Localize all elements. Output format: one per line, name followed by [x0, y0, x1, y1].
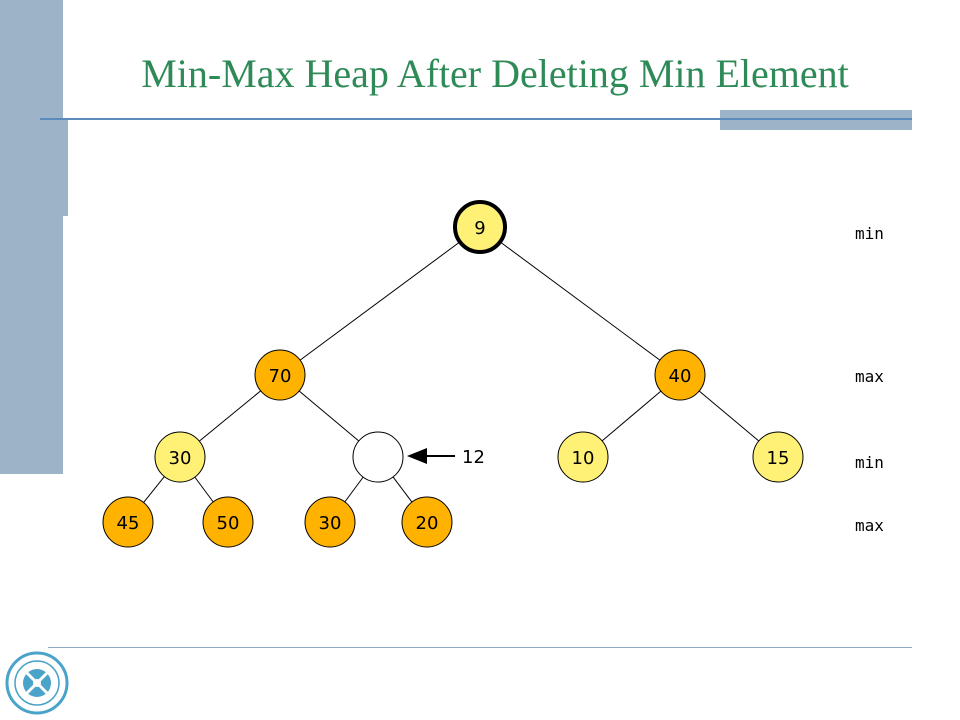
heap-node-circle — [202, 496, 254, 548]
tree-edge — [499, 241, 661, 361]
heap-node-n2: 40 — [654, 349, 706, 401]
tree-nodes: 9 70 40 30 10 15 45 50 30 20 — [102, 200, 804, 548]
heap-node-n6: 15 — [752, 431, 804, 483]
heap-node-value: 40 — [669, 366, 692, 387]
heap-node-n10: 20 — [401, 496, 453, 548]
tree-edges — [143, 241, 760, 503]
title-rule — [40, 118, 912, 120]
level-label-0: min — [855, 224, 884, 243]
left-accent-notch — [63, 118, 68, 216]
heap-node-value: 15 — [767, 448, 790, 469]
heap-node-value: 50 — [217, 513, 240, 534]
level-label-1: max — [855, 367, 884, 386]
tree-edge — [601, 390, 662, 442]
heap-node-value: 9 — [474, 218, 485, 239]
heap-node-n4 — [352, 431, 404, 483]
bottom-rule — [48, 647, 912, 648]
heap-node-n0: 9 — [453, 200, 507, 254]
tree-edge — [143, 476, 165, 503]
insert-pointer: 12 — [407, 447, 485, 468]
level-label-3: max — [855, 516, 884, 535]
heap-node-n3: 30 — [154, 431, 206, 483]
left-accent-bar — [0, 0, 63, 474]
heap-node-n5: 10 — [557, 431, 609, 483]
heap-node-circle — [254, 349, 306, 401]
tree-edge — [199, 390, 261, 442]
title-accent-block — [720, 110, 912, 130]
heap-node-n7: 45 — [102, 496, 154, 548]
tree-edge — [298, 390, 360, 442]
tree-edge — [194, 476, 214, 503]
heap-node-n8: 50 — [202, 496, 254, 548]
pointer-label: 12 — [462, 447, 485, 468]
tree-edge — [392, 476, 413, 503]
slide-title: Min-Max Heap After Deleting Min Element — [141, 51, 849, 96]
heap-node-circle — [352, 431, 404, 483]
tree-edge — [344, 476, 364, 503]
heap-node-circle — [102, 496, 154, 548]
heap-node-circle — [557, 431, 609, 483]
heap-node-n9: 30 — [304, 496, 356, 548]
heap-node-circle — [453, 200, 507, 254]
university-seal-icon — [5, 651, 69, 715]
heap-node-circle — [752, 431, 804, 483]
tree-edge — [698, 390, 760, 442]
level-label-2: min — [855, 453, 884, 472]
heap-node-circle — [304, 496, 356, 548]
heap-node-circle — [154, 431, 206, 483]
heap-node-value: 20 — [416, 513, 439, 534]
heap-node-value: 10 — [572, 448, 595, 469]
heap-node-value: 70 — [269, 366, 292, 387]
heap-node-value: 45 — [117, 513, 140, 534]
tree-edge — [299, 241, 461, 361]
heap-node-value: 30 — [169, 448, 192, 469]
heap-node-circle — [654, 349, 706, 401]
heap-node-n1: 70 — [254, 349, 306, 401]
heap-node-value: 30 — [319, 513, 342, 534]
heap-node-circle — [401, 496, 453, 548]
